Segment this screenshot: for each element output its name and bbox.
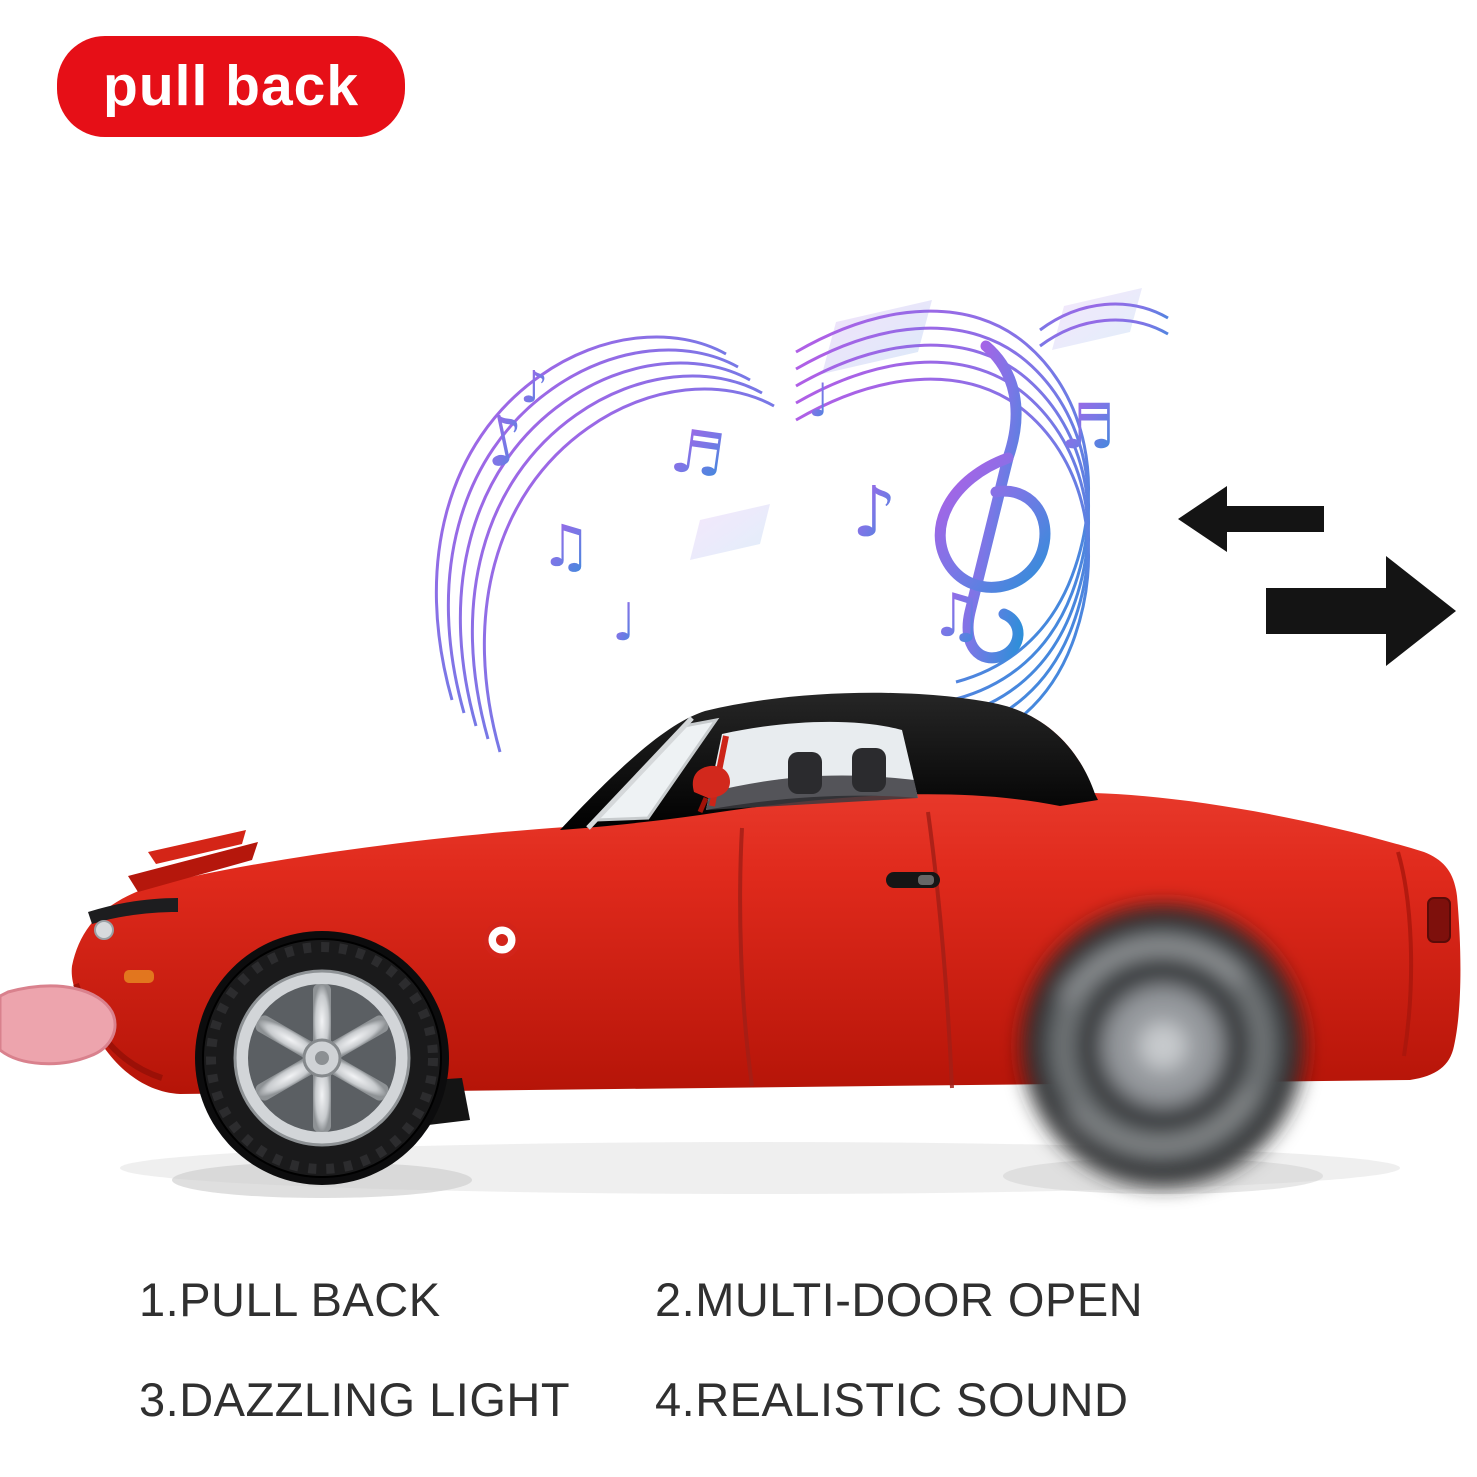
rear-wheel <box>1023 906 1303 1186</box>
treble-clef-icon <box>934 340 1051 664</box>
arrow-right-icon <box>1266 556 1456 666</box>
feature-item-pull-back: 1.PULL BACK <box>139 1273 441 1326</box>
feature-item-dazzling-light: 3.DAZZLING LIGHT <box>139 1373 571 1427</box>
arrow-left-icon <box>1178 486 1324 552</box>
music-notes-icon: ♪ ♪ ♫ ♩ ♬ ♪ ♫ ♬ ♩ <box>434 288 1169 753</box>
door-emblem <box>483 921 521 959</box>
svg-text:♩: ♩ <box>808 373 830 427</box>
svg-text:♬: ♬ <box>1060 390 1116 463</box>
windshield <box>586 716 720 830</box>
svg-text:♬: ♬ <box>666 416 729 493</box>
svg-text:♩: ♩ <box>612 593 637 653</box>
taillight-icon <box>1427 897 1451 943</box>
pull-back-badge: pull back <box>57 36 406 137</box>
feature-item-realistic-sound: 4.REALISTIC SOUND <box>655 1373 1129 1427</box>
svg-text:♪: ♪ <box>520 362 548 413</box>
side-mirror-icon <box>692 765 730 813</box>
pull-tab <box>0 984 117 1066</box>
feature-item-multi-door-open: 2.MULTI-DOOR OPEN <box>655 1273 1144 1326</box>
headlight-icon <box>88 898 178 924</box>
svg-text:♪: ♪ <box>852 471 897 553</box>
rear-details <box>1396 851 1451 1057</box>
turn-signal-icon <box>124 970 154 983</box>
door-handle <box>886 872 940 888</box>
svg-text:♫: ♫ <box>540 512 592 580</box>
side-window <box>706 721 918 810</box>
front-wheel <box>195 931 449 1185</box>
svg-text:♫: ♫ <box>930 581 984 651</box>
feature-list: 1.PULL BACK 2.MULTI-DOOR OPEN 3.DAZZLING… <box>139 1272 1143 1429</box>
toy-car <box>0 692 1461 1186</box>
door-seams <box>738 811 954 1089</box>
